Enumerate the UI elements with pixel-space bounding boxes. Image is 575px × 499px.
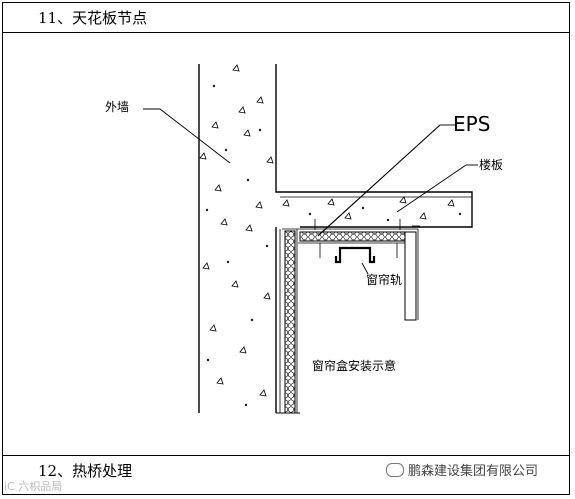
watermark-right: 鹏森建设集团有限公司 xyxy=(386,460,538,479)
wechat-icon xyxy=(386,462,404,477)
curtain-rail xyxy=(319,243,398,264)
dimension-ticks xyxy=(314,219,401,230)
section-title-ceiling-node: 11、天花板节点 xyxy=(3,3,569,33)
curtain-box-board xyxy=(404,225,420,321)
diagram-caption: 窗帘盒安装示意 xyxy=(312,358,396,373)
page-frame xyxy=(2,2,570,495)
section-title-thermal-bridge: 12、热桥处理 xyxy=(3,455,569,485)
eps-label: EPS xyxy=(453,112,490,136)
watermark-right-text: 鹏森建设集团有限公司 xyxy=(408,464,539,479)
watermark-left: iC 六枳品局 xyxy=(4,480,63,493)
curtain-rail-label: 窗帘轨 xyxy=(366,272,402,287)
concrete-aggregate xyxy=(199,64,462,407)
leader-lines xyxy=(143,108,478,275)
concrete-wall-and-slab xyxy=(198,64,473,414)
floor-slab-label: 楼板 xyxy=(479,157,503,172)
outer-wall-label: 外墙 xyxy=(105,100,129,114)
eps-insulation xyxy=(279,228,418,414)
